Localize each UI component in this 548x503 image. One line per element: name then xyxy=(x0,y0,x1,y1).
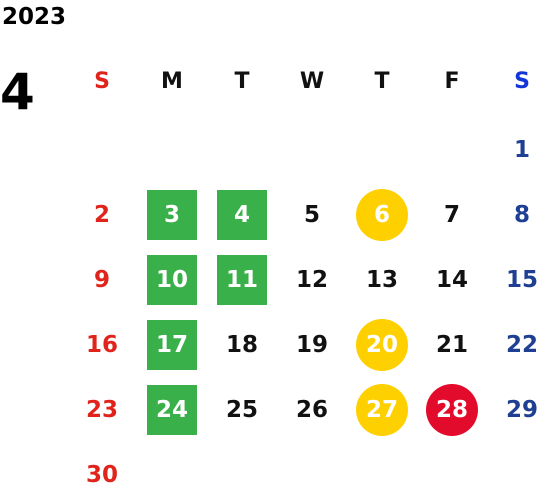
weekday-header: S xyxy=(514,69,530,94)
month-number: 4 xyxy=(0,63,35,121)
day-cell[interactable]: 15 xyxy=(505,266,538,293)
day-cell[interactable]: 21 xyxy=(435,331,468,358)
weekday-header: S xyxy=(94,69,110,94)
weekday-header: M xyxy=(161,69,183,94)
day-cell[interactable]: 30 xyxy=(85,461,118,488)
day-cell[interactable]: 25 xyxy=(225,396,258,423)
day-cell[interactable]: 10 xyxy=(147,255,197,305)
weekday-header: T xyxy=(234,69,250,94)
day-cell[interactable]: 23 xyxy=(85,396,118,423)
day-cell[interactable]: 16 xyxy=(85,331,118,358)
day-cell[interactable]: 14 xyxy=(435,266,468,293)
day-cell[interactable]: 3 xyxy=(147,190,197,240)
weekday-header: F xyxy=(444,69,460,94)
day-cell[interactable]: 6 xyxy=(356,189,408,241)
day-cell[interactable]: 1 xyxy=(513,136,530,163)
day-cell[interactable]: 18 xyxy=(225,331,258,358)
day-cell[interactable]: 11 xyxy=(217,255,267,305)
weekday-header: T xyxy=(374,69,390,94)
day-cell[interactable]: 27 xyxy=(356,384,408,436)
day-cell[interactable]: 22 xyxy=(505,331,538,358)
day-cell[interactable]: 7 xyxy=(443,201,460,228)
day-cell[interactable]: 24 xyxy=(147,385,197,435)
year-label: 2023 xyxy=(2,4,67,30)
day-cell[interactable]: 26 xyxy=(295,396,328,423)
weekday-header: W xyxy=(299,69,325,94)
day-cell[interactable]: 28 xyxy=(426,384,478,436)
day-cell[interactable]: 13 xyxy=(365,266,398,293)
day-cell[interactable]: 20 xyxy=(356,319,408,371)
day-cell[interactable]: 17 xyxy=(147,320,197,370)
day-cell[interactable]: 12 xyxy=(295,266,328,293)
day-cell[interactable]: 2 xyxy=(93,201,110,228)
day-cell[interactable]: 4 xyxy=(217,190,267,240)
day-cell[interactable]: 8 xyxy=(513,201,530,228)
day-cell[interactable]: 29 xyxy=(505,396,538,423)
day-cell[interactable]: 5 xyxy=(303,201,320,228)
day-cell[interactable]: 9 xyxy=(93,266,110,293)
day-cell[interactable]: 19 xyxy=(295,331,328,358)
